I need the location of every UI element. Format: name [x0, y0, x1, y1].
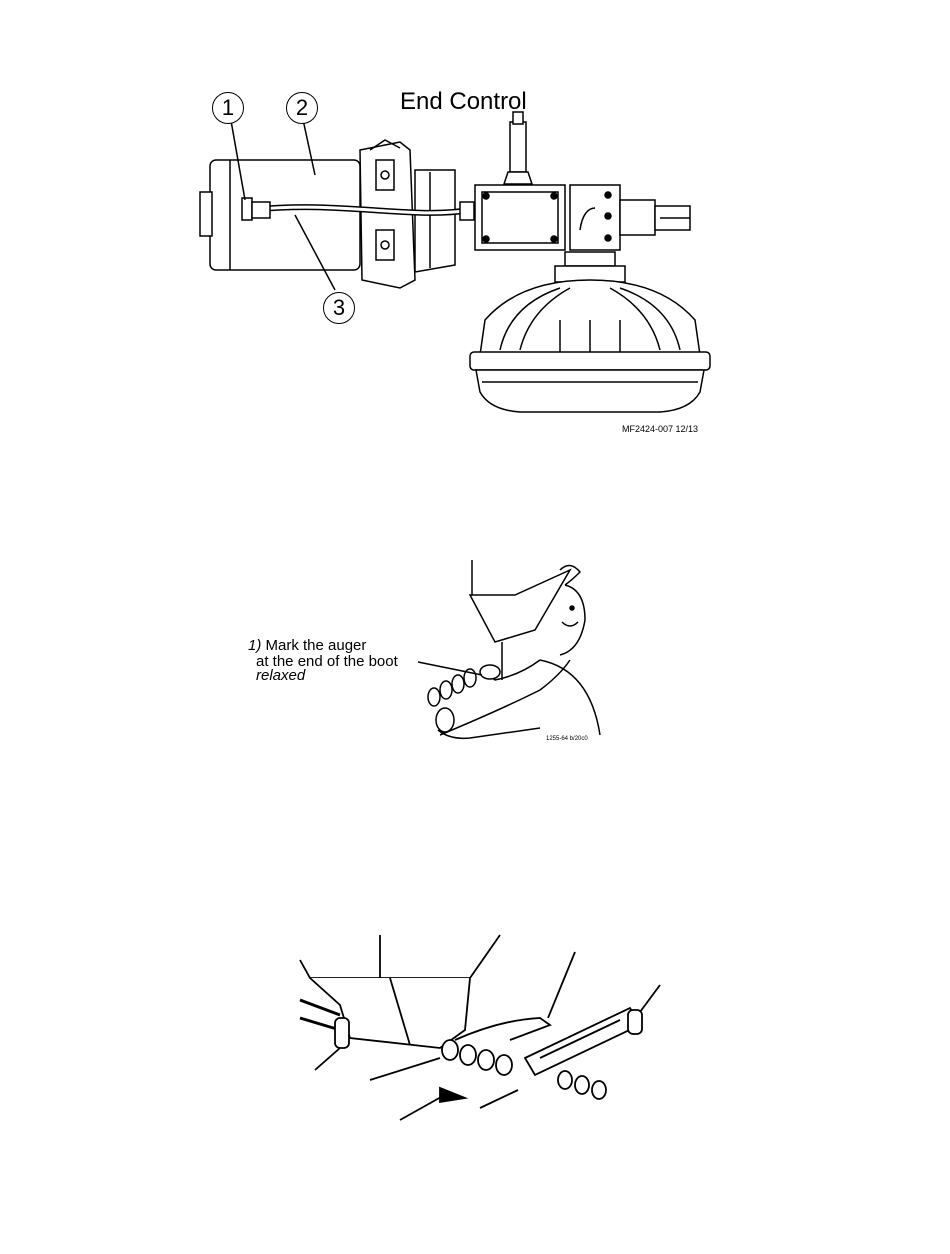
- callout-3: 3: [323, 292, 355, 324]
- motor-end-cap: [200, 192, 212, 236]
- callout-1: 1: [212, 92, 244, 124]
- mount-bracket: [525, 1008, 640, 1075]
- motor-body: [210, 160, 360, 270]
- person-head: [560, 585, 585, 655]
- step-number: 1): [248, 637, 261, 654]
- figure-title: End Control: [400, 90, 527, 114]
- figure-code: 1255-64 b/20c0: [546, 736, 588, 742]
- step-text: Mark the auger: [266, 637, 367, 654]
- fixture-rim: [470, 352, 710, 370]
- elbow-fitting: [242, 198, 252, 220]
- step-label-line1: 1) Mark the auger: [248, 638, 366, 653]
- figure-code: MF2424-007 12/13: [622, 425, 698, 434]
- hopper-top: [300, 935, 500, 978]
- mark-auger-figure: 1) Mark the auger at the end of the boot…: [240, 560, 620, 760]
- hopper-boot: [470, 570, 570, 642]
- person-body: [540, 660, 600, 735]
- callout-2: 2: [286, 92, 318, 124]
- end-control-figure: End Control 1 2 3 MF2424-007 12/13: [190, 80, 730, 450]
- auger-flight: [442, 1040, 458, 1060]
- shaft-end: [620, 200, 655, 235]
- end-control-drawing: [190, 80, 730, 450]
- step-label-line3: relaxed: [256, 668, 305, 683]
- boot-auger-drawing: [290, 930, 670, 1130]
- support-leg: [335, 1018, 349, 1048]
- fixture-globe: [476, 370, 704, 412]
- switch-housing: [570, 185, 620, 250]
- gear-housing: [415, 170, 455, 272]
- top-sensor: [510, 122, 526, 172]
- boot-auger-figure: [290, 930, 670, 1130]
